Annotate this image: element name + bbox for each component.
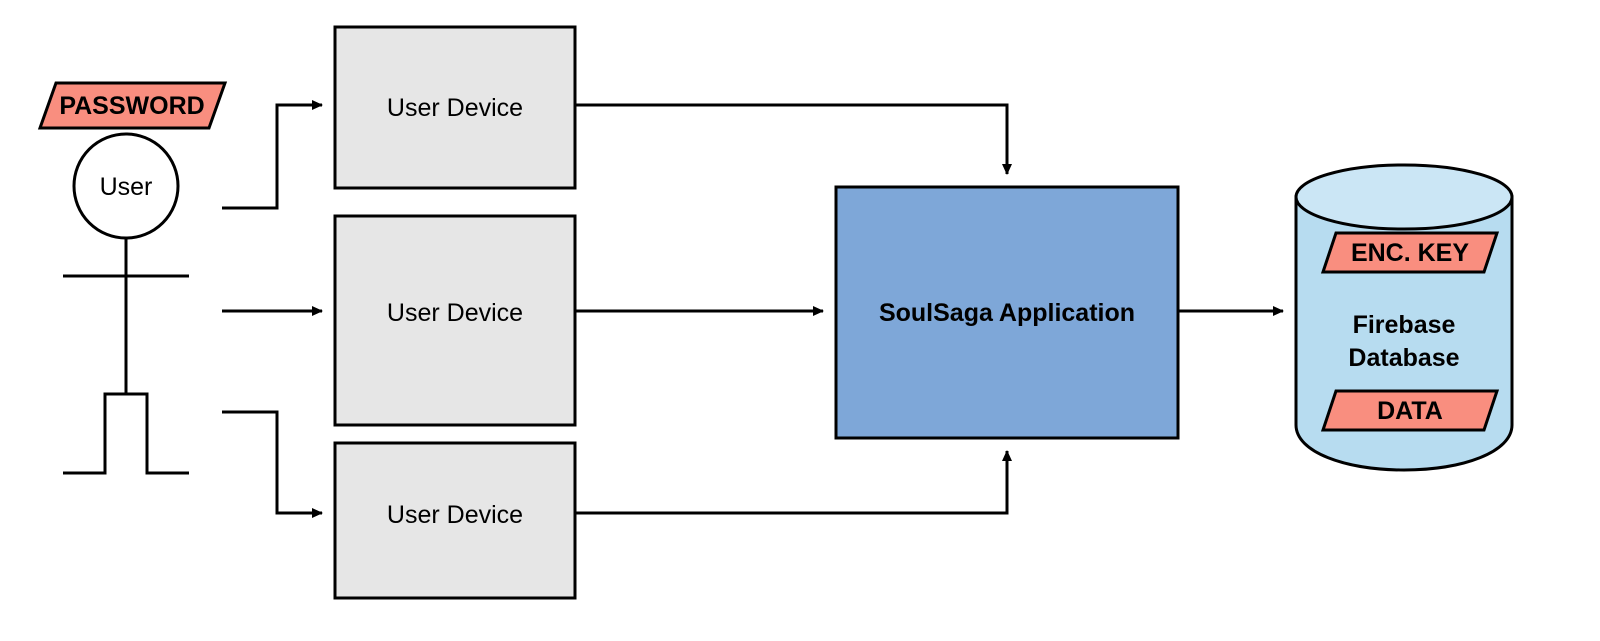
user-device-2-label: User Device xyxy=(387,299,523,327)
database-cylinder-top xyxy=(1294,163,1514,231)
user-actor: User xyxy=(63,132,189,475)
user-device-3[interactable]: User Device xyxy=(333,441,577,600)
database-label-line-1: Firebase xyxy=(1353,311,1456,339)
user-device-2[interactable]: User Device xyxy=(333,214,577,427)
connector-user-to-device-3 xyxy=(222,410,323,518)
user-legs-path xyxy=(63,392,189,475)
soulsaga-application-label: SoulSaga Application xyxy=(879,299,1135,327)
user-device-1-box[interactable] xyxy=(333,25,577,190)
user-device-3-box[interactable] xyxy=(333,441,577,600)
soulsaga-application[interactable]: SoulSaga Application xyxy=(834,185,1180,440)
connector-user-to-device-1 xyxy=(222,100,323,210)
firebase-database[interactable]: ENC. KEY Firebase Database DATA xyxy=(1294,163,1514,472)
connector-device-3-to-application xyxy=(575,450,1012,515)
user-device-1[interactable]: User Device xyxy=(333,25,577,190)
user-label: User xyxy=(100,173,153,201)
soulsaga-application-box[interactable] xyxy=(834,185,1180,440)
user-device-2-box[interactable] xyxy=(333,214,577,427)
data-tag-label: DATA xyxy=(1377,397,1443,425)
user-device-1-label: User Device xyxy=(387,94,523,122)
database-label-line-2: Database xyxy=(1348,344,1459,372)
password-tag-label: PASSWORD xyxy=(59,92,204,120)
enc-key-tag-label: ENC. KEY xyxy=(1351,239,1469,267)
user-device-3-label: User Device xyxy=(387,501,523,529)
enc-key-tag: ENC. KEY xyxy=(1320,231,1500,274)
data-tag: DATA xyxy=(1320,389,1500,432)
password-tag: PASSWORD xyxy=(37,81,228,130)
connector-device-1-to-application xyxy=(575,103,1012,175)
